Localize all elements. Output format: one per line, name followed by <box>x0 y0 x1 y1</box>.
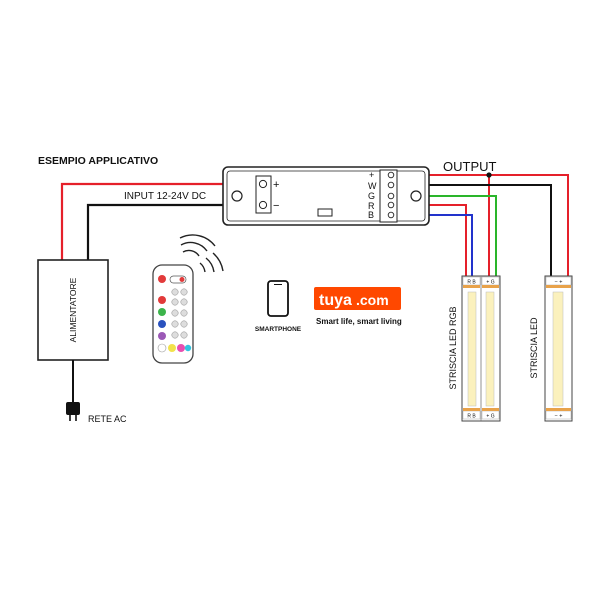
rgb-pad-top-left: R B <box>467 280 476 286</box>
rgb-pad-top-right: + G <box>486 280 494 286</box>
remote-control <box>152 234 224 364</box>
single-pad-bottom: − + <box>555 414 563 420</box>
output-pin-b: B <box>368 210 374 220</box>
output-label: OUTPUT <box>443 159 497 174</box>
tuya-logo-suffix: .com <box>356 292 389 308</box>
single-strip-label: STRISCIA LED <box>529 317 539 379</box>
controller: + − + W G R B <box>222 166 430 226</box>
power-supply-label: ALIMENTATORE <box>68 277 78 342</box>
led-strip-rgb: R B + G R B + G <box>461 275 501 422</box>
mains-label: RETE AC <box>88 414 127 424</box>
diagram-title: ESEMPIO APPLICATIVO <box>38 155 158 167</box>
wire-output-positive <box>391 174 569 276</box>
output-pin-w: W <box>368 181 377 191</box>
input-pin-negative: − <box>273 200 279 212</box>
wire-input-negative <box>86 203 262 260</box>
power-supply: ALIMENTATORE <box>37 259 109 361</box>
junction-dot <box>486 172 492 178</box>
mains-plug <box>66 360 80 421</box>
wire-output-white <box>391 184 552 276</box>
tuya-logo: tuya .com <box>314 287 401 310</box>
output-pin-r: R <box>368 201 375 211</box>
smartphone-icon <box>267 280 289 317</box>
single-pad-top: − + <box>555 280 563 286</box>
rgb-pad-bottom-left: R B <box>467 414 476 420</box>
smartphone-label: SMARTPHONE <box>255 326 302 333</box>
led-strip-single: − + − + <box>544 275 573 422</box>
output-pin-plus: + <box>369 170 374 180</box>
output-pin-g: G <box>368 191 375 201</box>
input-label: INPUT 12-24V DC <box>124 191 206 202</box>
rgb-strip-label: STRISCIA LED RGB <box>448 306 458 389</box>
input-pin-positive: + <box>273 179 279 191</box>
tuya-logo-text: tuya <box>319 292 352 309</box>
rgb-pad-bottom-right: + G <box>486 414 494 420</box>
wire-input-positive <box>60 182 262 260</box>
tuya-tagline: Smart life, smart living <box>316 317 402 326</box>
